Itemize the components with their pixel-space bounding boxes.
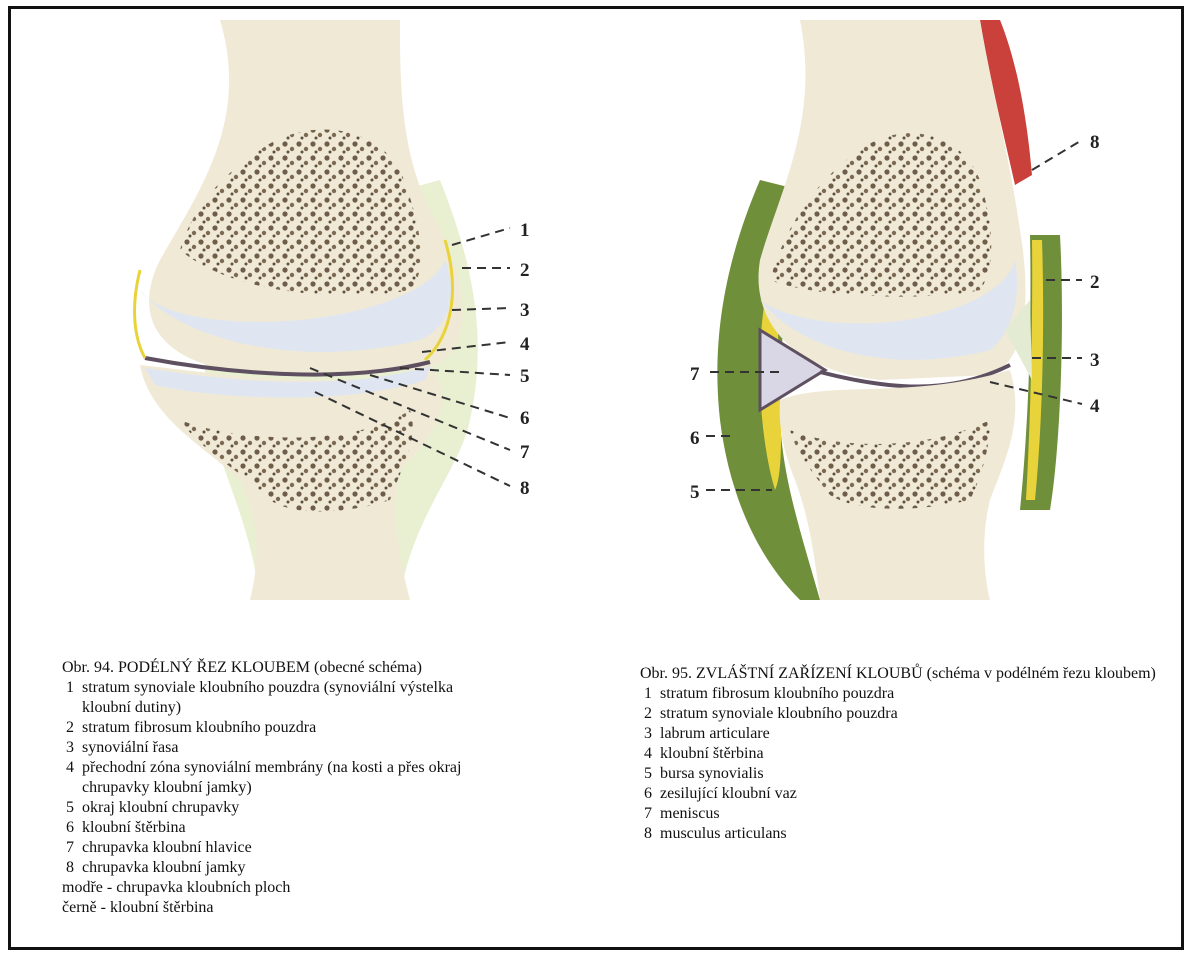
label-8: 8: [1090, 132, 1100, 153]
label-7: 7: [690, 364, 700, 385]
label-4: 4: [520, 334, 530, 355]
label-2: 2: [520, 260, 530, 281]
figure-95-joint-special-structures: 8 2 3 4 7 6 5: [660, 0, 1120, 620]
label-6: 6: [520, 408, 530, 429]
leader-8: [1032, 140, 1082, 170]
legend-item-continuation: chrupavky kloubní jamky): [62, 778, 582, 798]
label-6: 6: [690, 428, 700, 449]
label-1: 1: [520, 220, 530, 241]
label-5: 5: [690, 482, 700, 503]
figure-95-caption: Obr. 95. ZVLÁŠTNÍ ZAŘÍZENÍ KLOUBŮ (schém…: [640, 664, 1160, 844]
caption-title: Obr. 94. PODÉLNÝ ŘEZ KLOUBEM (obecné sch…: [62, 658, 582, 678]
color-legend-black: černě - kloubní štěrbina: [62, 898, 582, 918]
label-5: 5: [520, 366, 530, 387]
label-3: 3: [520, 300, 530, 321]
legend-item-continuation: kloubní dutiny): [62, 698, 582, 718]
label-2: 2: [1090, 272, 1100, 293]
label-3: 3: [1090, 350, 1100, 371]
caption-title: Obr. 95. ZVLÁŠTNÍ ZAŘÍZENÍ KLOUBŮ (schém…: [640, 664, 1160, 684]
label-4: 4: [1090, 396, 1100, 417]
figure-94-joint-longitudinal-section: 1 2 3 4 5 6 7 8: [100, 0, 560, 620]
figure-94-caption: Obr. 94. PODÉLNÝ ŘEZ KLOUBEM (obecné sch…: [62, 658, 582, 918]
color-legend-blue: modře - chrupavka kloubních ploch: [62, 878, 582, 898]
label-8: 8: [520, 478, 530, 499]
label-7: 7: [520, 442, 530, 463]
synovial-layer-left: [135, 270, 145, 358]
